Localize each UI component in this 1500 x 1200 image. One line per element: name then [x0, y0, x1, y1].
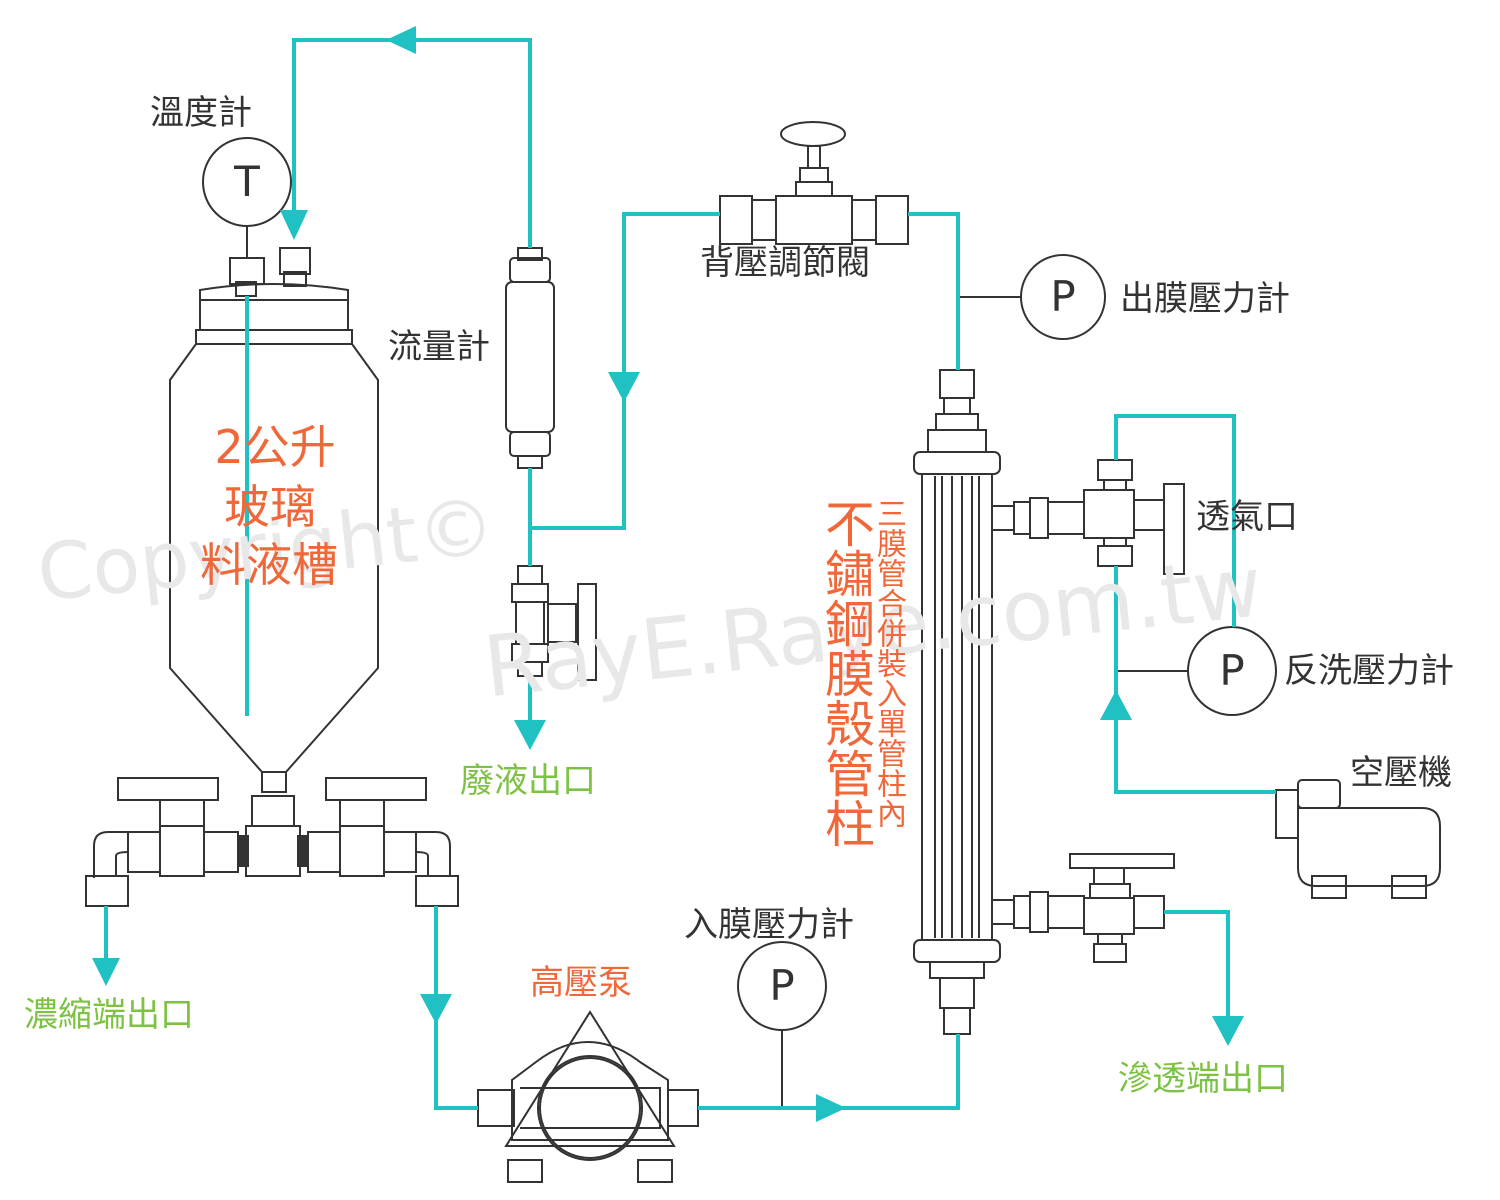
arrow-left: [386, 26, 416, 54]
outlet-gauge-symbol: P: [1050, 272, 1076, 321]
column-note-label: 三膜管合併裝入單管柱內: [871, 498, 906, 828]
tank-outlet-manifold: [85, 777, 459, 907]
permeate-valve: [1013, 853, 1175, 963]
arrow-down: [280, 210, 308, 240]
arrow-up: [1100, 690, 1132, 720]
glass-feed-tank: [169, 247, 379, 793]
high-pressure-pump-label: 高壓泵: [530, 963, 632, 1003]
backwash-gauge-symbol: P: [1219, 646, 1245, 695]
air-compressor-label: 空壓機: [1350, 753, 1452, 793]
vent-label: 透氣口: [1196, 497, 1298, 537]
arrow-down: [420, 994, 452, 1024]
arrow-down: [92, 958, 120, 986]
column-title-label: 不鏽鋼膜殼管柱: [817, 498, 875, 848]
flowmeter-device: [505, 247, 555, 469]
inlet-gauge-symbol: P: [769, 961, 795, 1010]
high-pressure-pump-device: [477, 1010, 699, 1183]
permeate-outlet-label: 滲透端出口: [1118, 1059, 1288, 1099]
tank-capacity-label: 2公升: [214, 420, 336, 474]
air-compressor-device: [1275, 779, 1441, 899]
inlet-pressure-gauge-label: 入膜壓力計: [684, 905, 854, 945]
thermometer-symbol: T: [234, 157, 260, 206]
arrow-down: [1212, 1016, 1244, 1046]
outlet-pressure-gauge-label: 出膜壓力計: [1120, 279, 1290, 319]
arrow-down: [514, 720, 546, 750]
back-pressure-valve-label: 背壓調節閥: [700, 243, 870, 283]
flowmeter-label: 流量計: [388, 327, 490, 367]
tank-name-label: 料液槽: [200, 538, 338, 592]
concentrate-outlet-label: 濃縮端出口: [24, 995, 194, 1035]
tank-material-label: 玻璃: [224, 480, 316, 534]
thermometer-label: 溫度計: [150, 93, 252, 133]
arrow-down: [608, 372, 640, 402]
waste-outlet-label: 廢液出口: [460, 761, 596, 801]
back-pressure-regulating-valve: [719, 121, 909, 245]
backwash-pressure-gauge-label: 反洗壓力計: [1284, 651, 1454, 691]
process-piping: [104, 38, 1276, 1110]
flow-arrows: [92, 26, 1244, 1122]
stainless-membrane-column: [913, 369, 1015, 1035]
arrow-right: [816, 1094, 846, 1122]
vent-valve: [1013, 459, 1185, 575]
